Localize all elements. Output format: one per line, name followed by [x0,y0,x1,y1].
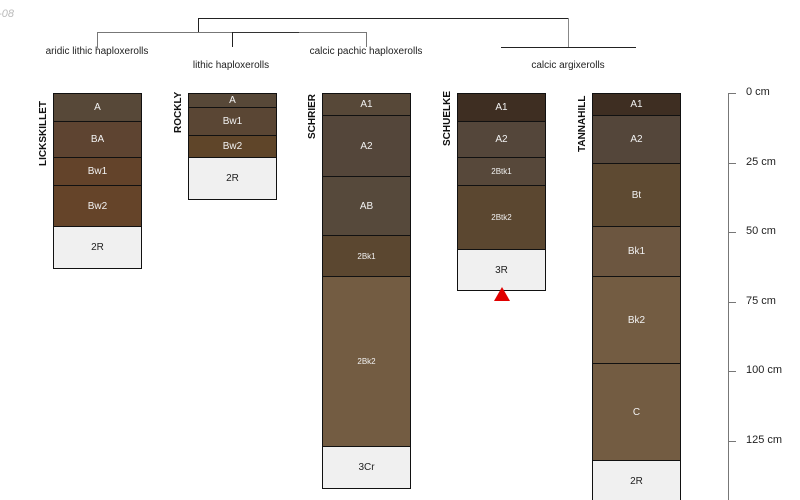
horizon-label: 2Bk2 [357,357,376,366]
horizon: C [592,363,681,461]
horizon-label: Bw2 [87,200,108,212]
dendro-line [366,32,367,47]
axis-tick [728,441,736,442]
horizon: Bw1 [188,107,277,136]
dendro-line [232,32,299,33]
horizon-label: 2R [226,173,239,184]
horizon: 2R [592,460,681,500]
horizon: 2Btk2 [457,185,546,250]
horizon: 2Bk1 [322,235,411,277]
dendro-line [501,47,636,48]
horizon: A2 [322,115,411,177]
horizon: Bk2 [592,276,681,364]
horizon-label: 2Bk1 [357,251,376,261]
horizon-label: Bk2 [627,314,646,326]
horizon-label: Bk1 [627,246,646,257]
horizon: BA [53,121,142,158]
axis-tick-label: 25 cm [746,156,776,168]
horizon-label: C [632,406,641,418]
horizon-label: A2 [360,140,373,152]
axis-tick-label: 0 cm [746,86,770,98]
horizon: Bw1 [53,157,142,186]
horizon-label: 2R [91,242,104,253]
axis-tick-label: 125 cm [746,434,783,446]
horizon-label: BA [90,134,105,145]
axis-tick [728,232,736,233]
dendro-line [198,18,199,33]
horizon-label: A1 [630,99,643,110]
horizon-label: A [229,95,236,106]
horizon: 3Cr [322,446,411,489]
horizon-label: 2R [630,476,643,487]
axis-tick-label: 100 cm [746,364,783,376]
taxon-label: calcic argixerolls [531,60,605,71]
horizon-label: A1 [360,99,373,110]
horizon: Bw2 [53,185,142,227]
horizon: Bw2 [188,135,277,158]
horizon: A1 [457,93,546,122]
axis-tick [728,93,736,94]
profile-name: TANNAHILL [577,95,588,153]
horizon-label: A2 [495,134,508,145]
dendro-line [568,18,569,47]
profile-name: SCHRIER [307,94,318,140]
axis-line [728,93,729,500]
axis-tick [728,371,736,372]
horizon: Bk1 [592,226,681,277]
axis-tick [728,302,736,303]
horizon-label: Bw1 [87,166,108,177]
horizon: A1 [322,93,411,116]
horizon-label: A2 [630,134,643,145]
horizon: 2Bk2 [322,276,411,447]
corner-date-text: 0-08 [0,8,15,20]
dendro-line [232,32,233,47]
dendro-line [198,18,569,19]
horizon: A2 [592,115,681,164]
axis-tick-label: 75 cm [746,295,776,307]
taxon-label: lithic haploxerolls [192,60,270,71]
taxon-label: calcic pachic haploxerolls [309,46,423,57]
horizon-label: 3R [495,264,508,276]
taxon-label: aridic lithic haploxerolls [45,46,149,57]
horizon-label: 2Btk1 [491,167,512,176]
horizon: AB [322,176,411,236]
profile-name: ROCKLY [173,91,184,133]
dendro-line [97,32,98,48]
horizon-label: A [94,102,101,113]
horizon-label: Bw1 [222,116,243,127]
bottom-marker-icon [493,287,510,301]
horizon-label: 3Cr [358,462,375,473]
horizon: A1 [592,93,681,116]
horizon: A [188,93,277,108]
profile-name: SCHUELKE [442,90,453,146]
profile-name: LICKSKILLET [38,100,49,166]
horizon: 3R [457,249,546,291]
horizon-label: 2Btk2 [491,213,512,222]
horizon-label: AB [359,200,374,212]
horizon-label: Bt [631,189,642,201]
horizon-label: Bw2 [222,141,243,152]
horizon: A [53,93,142,122]
horizon: 2R [188,157,277,200]
axis-tick [728,163,736,164]
horizon: A2 [457,121,546,158]
horizon-label: A1 [495,102,508,113]
axis-tick-label: 50 cm [746,225,776,237]
horizon: 2Btk1 [457,157,546,186]
horizon: Bt [592,163,681,227]
horizon: 2R [53,226,142,269]
